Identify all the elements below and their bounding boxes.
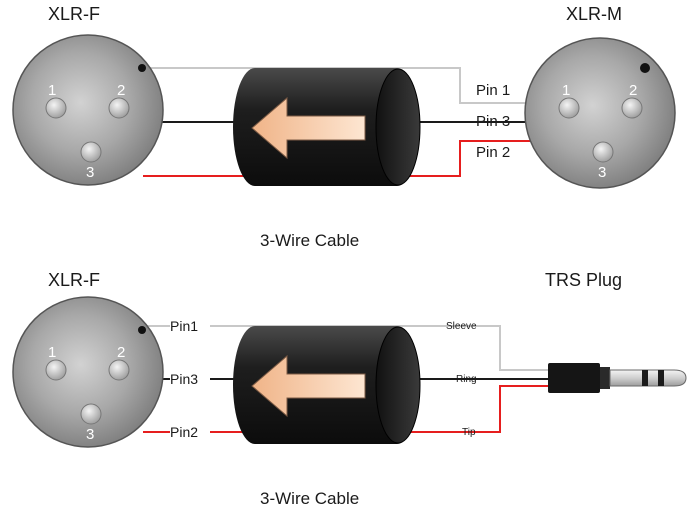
pin-hole-3 — [592, 141, 614, 163]
bottom-cable — [233, 326, 421, 444]
bottom-xlr-f-connector: 1 2 3 — [12, 296, 164, 448]
pin-number-1: 1 — [48, 82, 56, 99]
pin-number-3: 3 — [86, 426, 94, 443]
bottom-caption: 3-Wire Cable — [260, 489, 359, 508]
trs-plug-handle — [548, 363, 600, 393]
pin-number-2: 2 — [117, 344, 125, 361]
pin-number-1: 1 — [562, 82, 570, 99]
xlr-connector-icon — [524, 37, 676, 189]
bottom-left-label-pin3: Pin3 — [170, 371, 198, 387]
pin-number-2: 2 — [629, 82, 637, 99]
top-diagram: 1 2 3 XLR-F 1 2 3 XLR-M Pin 1 Pin 3 Pin … — [12, 4, 676, 250]
top-wire-label-pin1: Pin 1 — [476, 82, 510, 99]
xlr-connector-icon — [12, 296, 164, 448]
pin-hole-2 — [108, 359, 130, 381]
pin-hole-1 — [45, 97, 67, 119]
xlr-latch-dot — [138, 326, 146, 334]
xlr-latch-dot — [640, 63, 650, 73]
xlr-latch-dot — [138, 64, 146, 72]
pin-number-1: 1 — [48, 344, 56, 361]
pin-hole-3 — [80, 141, 102, 163]
pin-hole-1 — [45, 359, 67, 381]
top-wire-label-pin3: Pin 3 — [476, 113, 510, 130]
top-cable — [233, 68, 421, 186]
bottom-right-label-sleeve: Sleeve — [446, 321, 477, 332]
top-xlr-f-connector: 1 2 3 — [12, 34, 164, 186]
trs-insulator-ring-2 — [658, 370, 664, 386]
cable-end-cap — [375, 326, 421, 444]
trs-plug-icon — [548, 363, 687, 393]
pin-hole-3 — [80, 403, 102, 425]
pin-hole-2 — [621, 97, 643, 119]
top-xlr-m-connector: 1 2 3 — [524, 37, 676, 189]
bottom-left-connector-title: XLR-F — [48, 270, 100, 290]
top-wire-label-pin2: Pin 2 — [476, 144, 510, 161]
bottom-right-connector-title: TRS Plug — [545, 270, 622, 290]
top-caption: 3-Wire Cable — [260, 231, 359, 250]
pin-hole-1 — [558, 97, 580, 119]
xlr-connector-icon — [12, 34, 164, 186]
trs-plug-collar — [600, 367, 610, 389]
trs-insulator-ring-1 — [642, 370, 648, 386]
bottom-diagram: 1 2 3 XLR-F Pin1 Pin3 Pin2 TRS Plug Slee… — [12, 270, 687, 508]
pin-number-2: 2 — [117, 82, 125, 99]
bottom-right-label-ring: Ring — [456, 374, 477, 385]
top-left-connector-title: XLR-F — [48, 4, 100, 24]
arrow-left-icon — [251, 96, 366, 160]
arrow-left-icon — [251, 354, 366, 418]
pin-number-3: 3 — [86, 164, 94, 181]
bottom-left-label-pin2: Pin2 — [170, 424, 198, 440]
bottom-right-label-tip: Tip — [462, 427, 476, 438]
bottom-left-label-pin1: Pin1 — [170, 318, 198, 334]
pin-hole-2 — [108, 97, 130, 119]
top-right-connector-title: XLR-M — [566, 4, 622, 24]
pin-number-3: 3 — [598, 164, 606, 181]
cable-end-cap — [375, 68, 421, 186]
